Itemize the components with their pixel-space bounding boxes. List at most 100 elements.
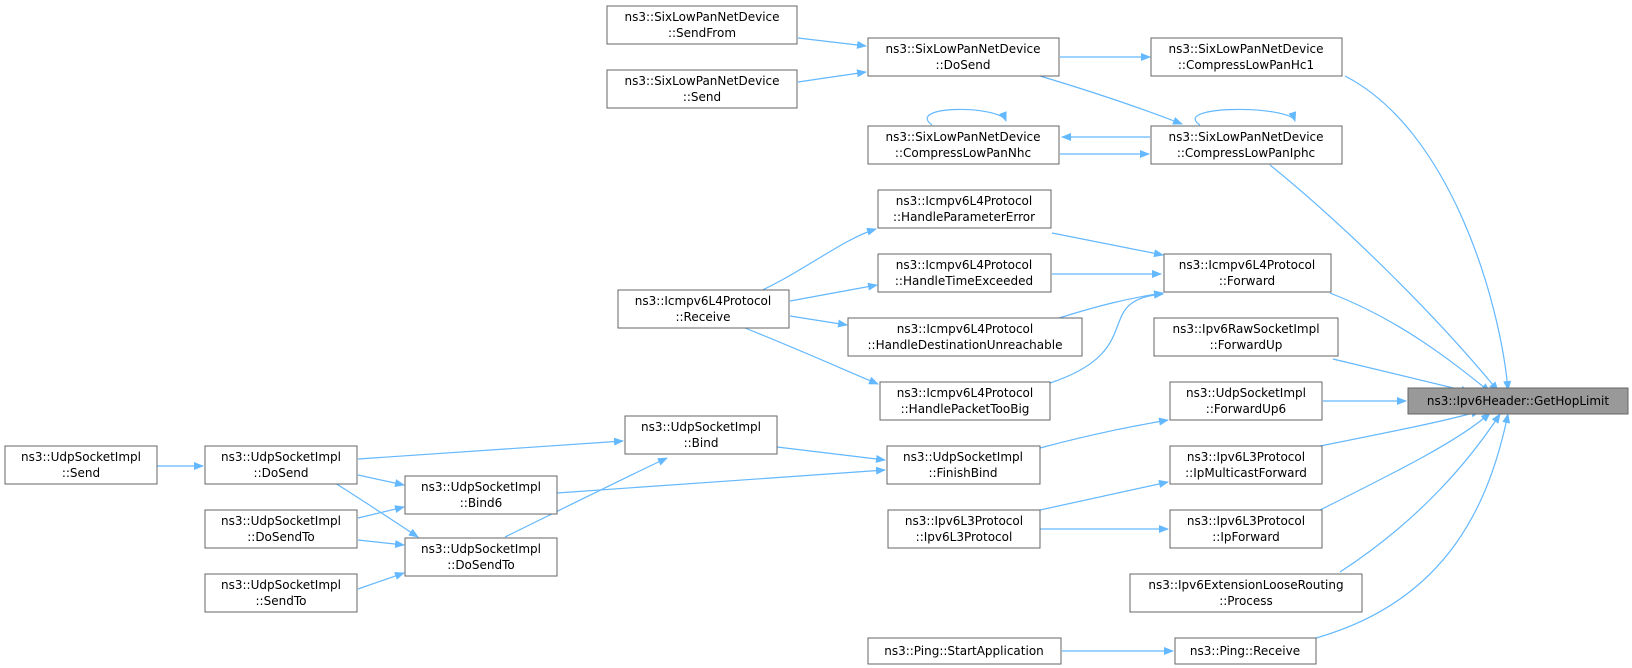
node-label: ns3::UdpSocketImpl [221, 514, 341, 528]
edge-hc1-root [1344, 75, 1512, 391]
node-handle-parameter-error[interactable]: ns3::Icmpv6L4Protocol ::HandleParameterE… [877, 189, 1052, 229]
edge-recv-pkttoobig [744, 327, 879, 385]
edge-sendto-dosendto [357, 572, 405, 590]
node-handle-time-exceeded[interactable]: ns3::Icmpv6L4Protocol ::HandleTimeExceed… [877, 253, 1052, 293]
node-label: ns3::Ipv6L3Protocol [1187, 514, 1305, 528]
node-compress-nhc[interactable]: ns3::SixLowPanNetDevice ::CompressLowPan… [867, 125, 1060, 165]
node-label: ns3::Icmpv6L4Protocol [896, 194, 1032, 208]
edge-iphc-root [1269, 164, 1499, 392]
node-udp-sendto[interactable]: ns3::UdpSocketImpl ::SendTo [204, 573, 358, 613]
node-label: ns3::Ping::Receive [1190, 644, 1300, 658]
edge-destunr-forward [1055, 290, 1164, 320]
node-label: ::ForwardUp6 [1206, 402, 1286, 416]
node-raw-forward-up[interactable]: ns3::Ipv6RawSocketImpl ::ForwardUp [1153, 317, 1339, 357]
node-ping-start-application[interactable]: ns3::Ping::StartApplication [867, 637, 1062, 665]
edge-ipmcast-root [1319, 409, 1481, 447]
node-label: ns3::UdpSocketImpl [21, 450, 141, 464]
node-label: ns3::Ipv6L3Protocol [1187, 450, 1305, 464]
node-loose-routing-process[interactable]: ns3::Ipv6ExtensionLooseRouting ::Process [1129, 573, 1363, 613]
node-label: ns3::Ipv6RawSocketImpl [1172, 322, 1319, 336]
node-label: ::IpMulticastForward [1185, 466, 1307, 480]
node-label: ::CompressLowPanNhc [895, 146, 1031, 160]
node-label: ns3::Ipv6ExtensionLooseRouting [1148, 578, 1343, 592]
edge-dosendto-bind [504, 457, 668, 538]
edge-bind-finishbind [776, 446, 886, 463]
node-label: ::Send [683, 90, 721, 104]
node-label: ::Forward [1219, 274, 1275, 288]
node-ipv6l3-protocol[interactable]: ns3::Ipv6L3Protocol ::Ipv6L3Protocol [887, 509, 1041, 549]
node-ip-forward[interactable]: ns3::Ipv6L3Protocol ::IpForward [1169, 509, 1323, 549]
node-label: ::FinishBind [928, 466, 997, 480]
node-label: ::Bind [684, 436, 719, 450]
edge-dosend-bind [357, 437, 624, 460]
node-label: ns3::Icmpv6L4Protocol [897, 322, 1033, 336]
edge-forward-root [1329, 292, 1491, 393]
node-label: ::SendFrom [668, 26, 736, 40]
node-udp-bind[interactable]: ns3::UdpSocketImpl ::Bind [624, 415, 778, 455]
node-icmpv6-forward[interactable]: ns3::Icmpv6L4Protocol ::Forward [1163, 253, 1332, 293]
edge-ipv6l3-ipmcast [1039, 480, 1169, 511]
node-label: ::DoSendTo [247, 530, 315, 544]
node-label: ::DoSend [254, 466, 309, 480]
edge-send-dosend [797, 69, 867, 83]
edge-pkttoobig-forward [1049, 290, 1164, 384]
node-label: ::SendTo [256, 594, 307, 608]
node-udp-send[interactable]: ns3::UdpSocketImpl ::Send [4, 445, 158, 485]
node-label: ::HandleParameterError [893, 210, 1035, 224]
node-label: ::Send [62, 466, 100, 480]
node-label: ::DoSend [936, 58, 991, 72]
node-label: ns3::SixLowPanNetDevice [624, 74, 779, 88]
node-label: ::Bind6 [460, 496, 503, 510]
node-label: ::ForwardUp [1210, 338, 1283, 352]
node-label: ns3::Ping::StartApplication [884, 644, 1044, 658]
node-icmpv6-receive[interactable]: ns3::Icmpv6L4Protocol ::Receive [617, 289, 790, 329]
node-label: ::Ipv6L3Protocol [916, 530, 1013, 544]
node-label: ::CompressLowPanHc1 [1178, 58, 1314, 72]
node-udp-dosendto[interactable]: ns3::UdpSocketImpl ::DoSendTo [404, 537, 558, 577]
edge-dosend-iphc [1039, 75, 1183, 125]
edge-bind6-finishbind [556, 466, 886, 494]
edge-recv-paramerr [744, 227, 877, 299]
node-udp-finish-bind[interactable]: ns3::UdpSocketImpl ::FinishBind [886, 445, 1041, 485]
node-sendfrom[interactable]: ns3::SixLowPanNetDevice ::SendFrom [606, 5, 798, 45]
node-label: ns3::Icmpv6L4Protocol [635, 294, 771, 308]
node-label: ns3::Icmpv6L4Protocol [897, 386, 1033, 400]
node-label: ns3::Icmpv6L4Protocol [896, 258, 1032, 272]
node-send-sixlowpan[interactable]: ns3::SixLowPanNetDevice ::Send [606, 69, 798, 109]
node-udp-bind6[interactable]: ns3::UdpSocketImpl ::Bind6 [404, 475, 558, 515]
node-handle-destination-unreachable[interactable]: ns3::Icmpv6L4Protocol ::HandleDestinatio… [847, 317, 1083, 357]
edge-paramerr-forward [1051, 232, 1164, 258]
node-dosend-sixlowpan[interactable]: ns3::SixLowPanNetDevice ::DoSend [867, 37, 1060, 77]
node-label: ::HandleTimeExceeded [895, 274, 1033, 288]
node-label: ::HandleDestinationUnreachable [868, 338, 1063, 352]
node-label: ns3::UdpSocketImpl [221, 578, 341, 592]
node-label: ::HandlePacketTooBig [901, 402, 1030, 416]
edge-finishbind-fwdup6 [1039, 417, 1169, 449]
node-label: ns3::SixLowPanNetDevice [885, 42, 1040, 56]
node-label: ns3::SixLowPanNetDevice [885, 130, 1040, 144]
edge-pingrecv-root [1315, 413, 1511, 639]
edge-sendfrom-dosend [797, 37, 867, 49]
node-label: ::IpForward [1212, 530, 1280, 544]
node-compress-hc1[interactable]: ns3::SixLowPanNetDevice ::CompressLowPan… [1150, 37, 1343, 77]
node-ip-multicast-forward[interactable]: ns3::Ipv6L3Protocol ::IpMulticastForward [1169, 445, 1323, 485]
node-udp-dosend[interactable]: ns3::UdpSocketImpl ::DoSend [204, 445, 358, 485]
node-label: ns3::Ipv6L3Protocol [905, 514, 1023, 528]
node-compress-iphc[interactable]: ns3::SixLowPanNetDevice ::CompressLowPan… [1150, 125, 1343, 165]
edge-loose-root [1339, 413, 1501, 573]
node-udp-forward-up6[interactable]: ns3::UdpSocketImpl ::ForwardUp6 [1169, 381, 1323, 421]
node-root-gethoplimit[interactable]: ns3::Ipv6Header::GetHopLimit [1407, 387, 1629, 415]
node-label: ns3::UdpSocketImpl [641, 420, 761, 434]
edge-dosendtol-dosendtom [357, 539, 405, 549]
node-label: ::Receive [675, 310, 730, 324]
node-label: ::CompressLowPanIphc [1177, 146, 1315, 160]
edge-recv-destunr [789, 315, 848, 328]
node-label: ns3::UdpSocketImpl [221, 450, 341, 464]
node-udp-dosendto-left[interactable]: ns3::UdpSocketImpl ::DoSendTo [204, 509, 358, 549]
node-ping-receive[interactable]: ns3::Ping::Receive [1174, 637, 1317, 665]
node-label: ns3::Ipv6Header::GetHopLimit [1427, 394, 1609, 408]
node-label: ns3::UdpSocketImpl [903, 450, 1023, 464]
edge-dosendtol-bind6 [357, 505, 405, 519]
node-label: ns3::UdpSocketImpl [1186, 386, 1306, 400]
node-handle-packet-too-big[interactable]: ns3::Icmpv6L4Protocol ::HandlePacketTooB… [879, 381, 1051, 421]
